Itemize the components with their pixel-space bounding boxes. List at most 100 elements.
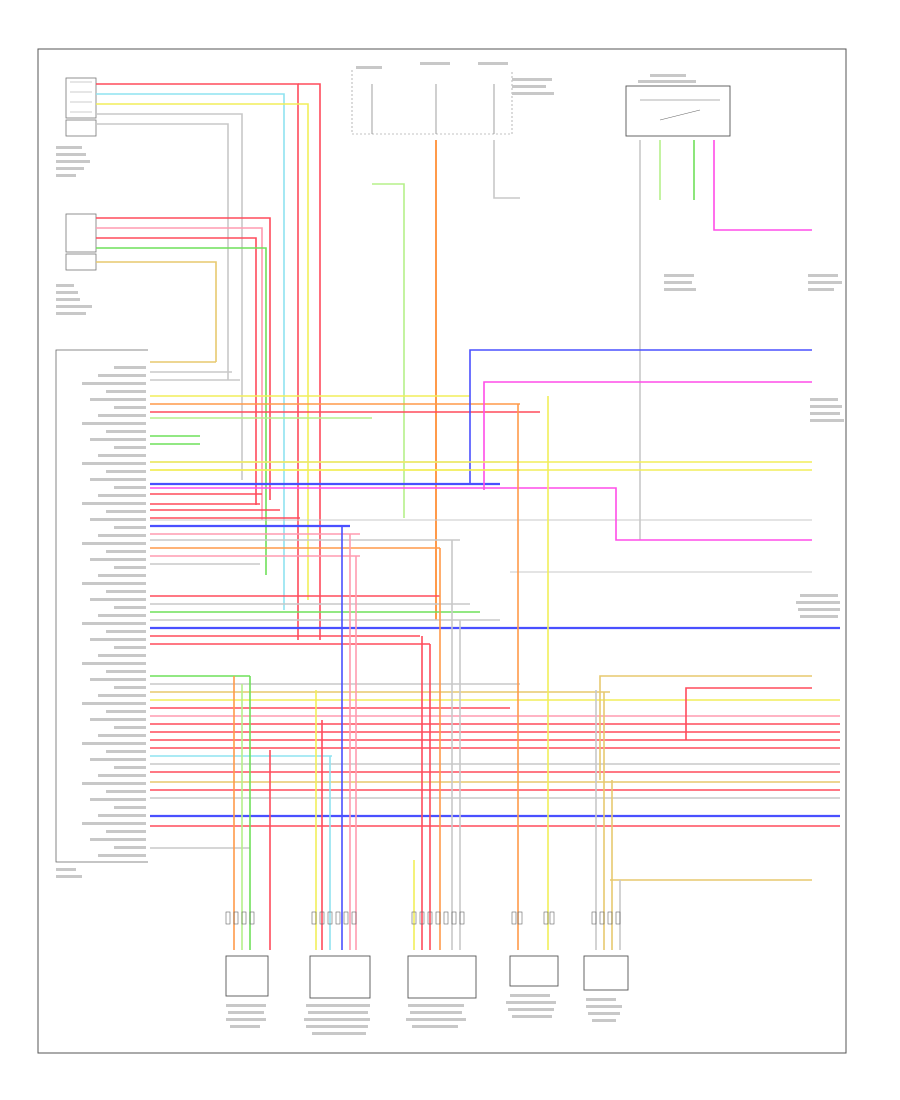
connector-pin-19 <box>543 911 549 925</box>
pin-label <box>98 734 146 737</box>
pin-label <box>106 510 146 513</box>
pin-label <box>114 406 146 409</box>
pin-label <box>114 646 146 649</box>
pin-label <box>106 670 146 673</box>
connector-pin-10 <box>411 911 417 925</box>
pin-label <box>106 470 146 473</box>
pin-label <box>90 678 146 681</box>
pin-label <box>90 798 146 801</box>
pin-label <box>90 518 146 521</box>
wire-gray-2 <box>96 123 229 380</box>
connector-pin-3 <box>249 911 255 925</box>
pin-label <box>82 662 146 665</box>
connector-pin-14 <box>443 911 449 925</box>
wire-ltblue-1 <box>96 93 285 610</box>
pin-label <box>106 630 146 633</box>
pin-label <box>98 694 146 697</box>
pin-label <box>90 558 146 561</box>
wire-pink-1 <box>96 227 263 520</box>
wire-green-1 <box>96 247 267 575</box>
pin-label <box>114 446 146 449</box>
pin-label <box>90 718 146 721</box>
wire-tan-right <box>599 675 812 780</box>
wire-blue-right <box>469 349 812 484</box>
control-unit <box>55 349 148 878</box>
pin-label <box>106 750 146 753</box>
fuse-box <box>351 62 554 135</box>
pin-label <box>82 782 146 785</box>
wire-violet-right-2 <box>150 487 812 541</box>
pin-label <box>114 526 146 529</box>
component-box-4 <box>509 955 559 987</box>
connector-pin-16 <box>459 911 465 925</box>
pin-label <box>82 502 146 505</box>
connector-pin-17 <box>511 911 517 925</box>
connector-pin-24 <box>615 911 621 925</box>
pin-label <box>98 654 146 657</box>
pin-label <box>98 414 146 417</box>
pin-label <box>106 790 146 793</box>
wire-tan-1 <box>96 261 217 362</box>
pin-label <box>114 486 146 489</box>
pin-label <box>106 550 146 553</box>
pin-label <box>114 846 146 849</box>
pin-label <box>98 614 146 617</box>
connector-pin-23 <box>607 911 613 925</box>
bottom-components <box>225 955 629 1035</box>
wire-yellow-1 <box>96 103 309 600</box>
wire-red-2 <box>96 217 271 500</box>
diagram-frame <box>37 48 847 1054</box>
pin-label <box>82 422 146 425</box>
pin-label <box>98 374 146 377</box>
wire-gray-top <box>493 140 520 199</box>
pin-label <box>114 766 146 769</box>
wire-lt-green-top <box>372 183 405 518</box>
connector-pin-8 <box>343 911 349 925</box>
connector-pin-2 <box>241 911 247 925</box>
component-box-5 <box>583 955 629 991</box>
connector-pin-0 <box>225 911 231 925</box>
connector-pin-6 <box>327 911 333 925</box>
connector-pin-20 <box>549 911 555 925</box>
pin-label <box>106 430 146 433</box>
component-box-1 <box>225 955 269 997</box>
pin-label <box>82 622 146 625</box>
pin-label <box>90 598 146 601</box>
connector-pin-21 <box>591 911 597 925</box>
connector-pin-9 <box>351 911 357 925</box>
pin-label <box>82 382 146 385</box>
wire-red-right <box>685 687 812 740</box>
pin-label <box>82 462 146 465</box>
pin-label <box>82 542 146 545</box>
connector-pin-5 <box>319 911 325 925</box>
pin-label <box>114 726 146 729</box>
pin-label <box>106 590 146 593</box>
right-labels <box>664 274 844 618</box>
pin-label <box>114 606 146 609</box>
wires <box>96 83 840 950</box>
wire-violet-right <box>483 381 812 490</box>
component-box-3 <box>407 955 477 999</box>
connector-pin-11 <box>419 911 425 925</box>
wire-red-3 <box>96 237 257 505</box>
pin-label <box>106 830 146 833</box>
pin-label <box>82 822 146 825</box>
connector-pin-1 <box>233 911 239 925</box>
connector-pin-4 <box>311 911 317 925</box>
pin-label <box>98 854 146 857</box>
pin-label <box>90 438 146 441</box>
pin-label <box>90 638 146 641</box>
pin-label <box>90 758 146 761</box>
pin-label <box>114 806 146 809</box>
connector-pin-22 <box>599 911 605 925</box>
wire-violet-sw <box>713 140 812 231</box>
connector-pin-13 <box>435 911 441 925</box>
pin-label <box>82 702 146 705</box>
pin-label <box>106 710 146 713</box>
connector-pin-15 <box>451 911 457 925</box>
wire-red-top <box>298 83 321 640</box>
connector-pin-12 <box>427 911 433 925</box>
pin-label <box>98 574 146 577</box>
pin-label <box>114 566 146 569</box>
